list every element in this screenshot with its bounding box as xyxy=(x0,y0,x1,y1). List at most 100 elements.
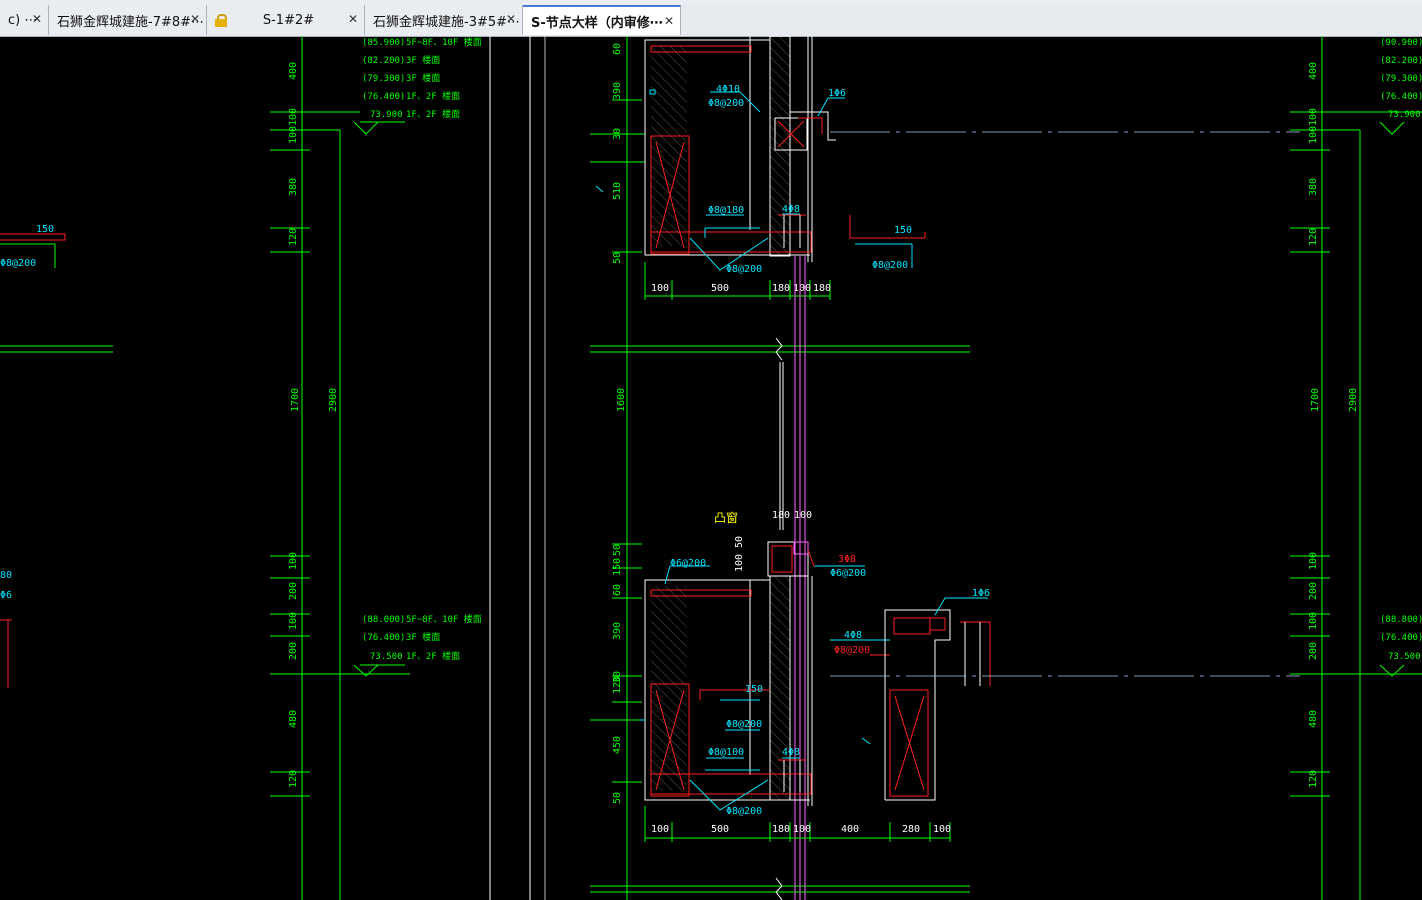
callout-text: 凸窗 xyxy=(714,511,738,525)
elevation-note: 3F 楼面 xyxy=(406,72,440,84)
dim-text: 1600 xyxy=(616,388,627,412)
dim-text: 200 xyxy=(1308,642,1319,660)
dim-text: 2900 xyxy=(1348,388,1359,412)
dim-text: 380 xyxy=(288,178,299,196)
tab-document-2[interactable]: 石狮金辉城建施-7#8#⋯ ✕ xyxy=(49,5,207,35)
cad-drawing-canvas[interactable]: 150 Φ8@200 80 Φ6 400 100 100 380 120 170… xyxy=(0,35,1422,900)
rebar-text: Φ6@200 xyxy=(670,558,706,569)
tab-document-4[interactable]: 石狮金辉城建施-3#5#⋯ ✕ xyxy=(365,5,523,35)
dim-text: 100 xyxy=(288,612,299,630)
rebar-text: Φ8@200 xyxy=(834,645,870,656)
tab-document-3[interactable]: S-1#2# ✕ xyxy=(207,5,365,35)
rebar-text: Φ8@100 xyxy=(708,747,744,758)
middle-dimension-column xyxy=(590,36,970,900)
close-icon[interactable]: ✕ xyxy=(505,12,516,26)
right-dimension-column xyxy=(1290,36,1422,900)
rebar-text: 1Φ6 xyxy=(828,88,846,99)
rebar-text: Φ8@180 xyxy=(708,205,744,216)
tab-label: S-节点大样（内审修⋯ xyxy=(531,15,663,31)
dim-text: 50 xyxy=(612,792,623,804)
elevation-text: (82.200) xyxy=(1380,56,1422,66)
elevation-text: 73.500 xyxy=(370,652,403,662)
dim-text: 480 xyxy=(288,710,299,728)
rebar-text: Φ8@200 xyxy=(872,260,908,271)
dim-text: 2900 xyxy=(328,388,339,412)
dim-text: 100 xyxy=(651,283,669,294)
elevation-text: (76.400) xyxy=(1380,92,1422,102)
dim-text: 100 xyxy=(734,554,745,572)
tab-label: 石狮金辉城建施-3#5#⋯ xyxy=(373,14,521,30)
rebar-text: Φ6@200 xyxy=(830,568,866,579)
dim-text: 100 xyxy=(794,510,812,521)
dim-text: 30 xyxy=(612,128,623,140)
elevation-text: 73.500 xyxy=(1388,652,1421,662)
left-dimension-column xyxy=(270,36,410,900)
dim-text: 60 xyxy=(612,584,623,596)
close-icon[interactable]: ✕ xyxy=(189,12,200,26)
rebar-text: Φ8@200 xyxy=(708,98,744,109)
rebar-text: 4Φ8 xyxy=(782,204,800,215)
dim-text: 380 xyxy=(1308,178,1319,196)
dim-text: 100 xyxy=(1308,108,1319,126)
rebar-text: Φ8@200 xyxy=(726,806,762,817)
close-icon[interactable]: ✕ xyxy=(347,12,358,26)
elevation-text: (88.800) xyxy=(1380,615,1422,625)
dim-text: 150 xyxy=(745,684,763,695)
dim-text: 200 xyxy=(288,642,299,660)
dim-text: 100 xyxy=(793,824,811,835)
elevation-text: (79.300) xyxy=(1380,74,1422,84)
dim-text: 120 xyxy=(288,770,299,788)
tab-document-5-active[interactable]: S-节点大样（内审修⋯ ✕ xyxy=(523,5,681,35)
elevation-note: 1F、2F 楼面 xyxy=(406,650,460,662)
elevation-text: (88.000) xyxy=(362,615,405,625)
close-icon[interactable]: ✕ xyxy=(31,12,42,26)
tab-label: c) ⋯ xyxy=(8,12,38,28)
elevation-text: 73.900 xyxy=(370,110,403,120)
rebar-text: 3Φ8 xyxy=(838,554,856,565)
dim-text: 150 xyxy=(612,558,623,576)
dim-text: 100 xyxy=(1308,552,1319,570)
dim-text: 100 xyxy=(793,283,811,294)
lower-column-detail xyxy=(861,597,991,801)
dim-text: 200 xyxy=(288,582,299,600)
close-icon[interactable]: ✕ xyxy=(663,14,674,28)
dim-text: 100 xyxy=(288,126,299,144)
rebar-text: 1Φ6 xyxy=(972,588,990,599)
elevation-text: (82.200) xyxy=(362,56,405,66)
dim-text: 100 xyxy=(1308,126,1319,144)
elevation-text: (76.400) xyxy=(362,633,405,643)
dim-text: 50 xyxy=(612,544,623,556)
elevation-note: 1F、2F 楼面 xyxy=(406,90,460,102)
dim-text: 120 xyxy=(1308,770,1319,788)
elevation-note: 1F、2F 楼面 xyxy=(406,108,460,120)
rebar-text: 4Φ8 xyxy=(782,747,800,758)
elevation-text: (79.300) xyxy=(362,74,405,84)
dim-text: 510 xyxy=(612,182,623,200)
elevation-note: 3F 楼面 xyxy=(406,631,440,643)
rebar-text: 4Φ10 xyxy=(716,84,740,95)
elevation-text: (76.400) xyxy=(1380,633,1422,643)
center-lines xyxy=(830,131,1300,677)
tab-document-1[interactable]: c) ⋯ ✕ xyxy=(0,5,49,35)
upper-section-detail xyxy=(595,35,845,271)
dim-text: 200 xyxy=(1308,582,1319,600)
elevation-text: (85.900) xyxy=(362,38,405,48)
frame-lines xyxy=(489,36,546,900)
dim-text: 280 xyxy=(902,824,920,835)
upper-small-detail xyxy=(849,215,926,268)
dim-text: 100 xyxy=(1308,612,1319,630)
rebar-text: Φ8@200 xyxy=(726,264,762,275)
dim-text: 1700 xyxy=(290,388,301,412)
dim-text: 390 xyxy=(612,82,623,100)
dim-text: 500 xyxy=(711,283,729,294)
elevation-text: 73.900 xyxy=(1388,110,1421,120)
rebar-text: 80 xyxy=(0,570,12,581)
dim-text: 180 xyxy=(813,283,831,294)
dim-text: 50 xyxy=(734,536,745,548)
dim-text: 480 xyxy=(1308,710,1319,728)
dim-text: 400 xyxy=(841,824,859,835)
rebar-text: Φ8@200 xyxy=(726,719,762,730)
elevation-note: 3F 楼面 xyxy=(406,54,440,66)
rebar-text: Φ6 xyxy=(0,590,12,601)
lock-icon xyxy=(215,14,227,27)
